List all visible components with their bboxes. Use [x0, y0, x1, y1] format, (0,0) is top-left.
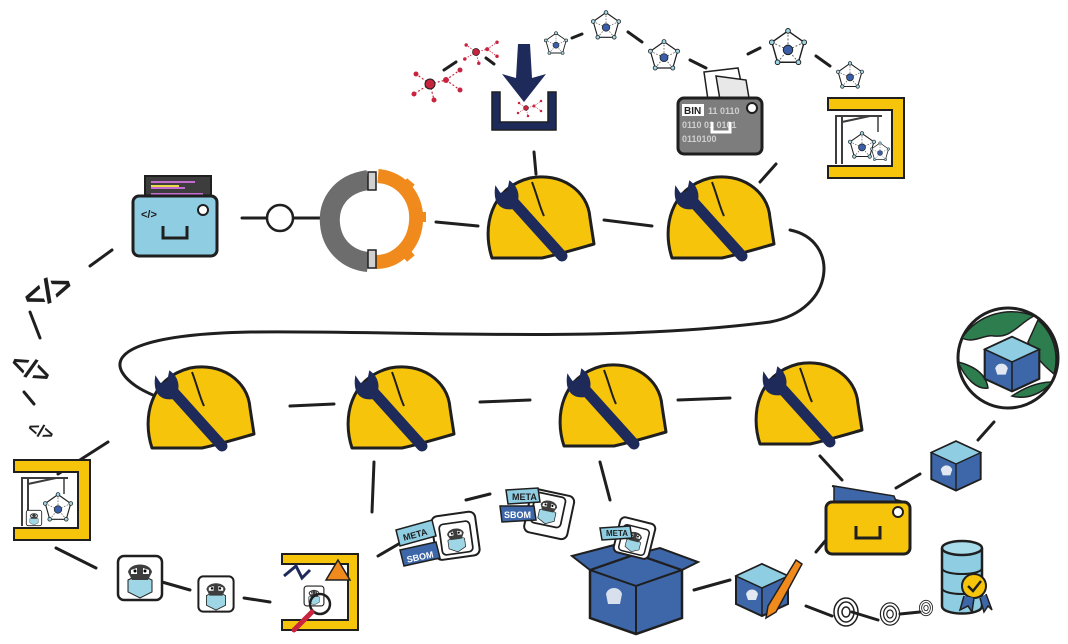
verified-database-icon	[940, 539, 993, 615]
meta-label-3: META	[606, 529, 628, 538]
code-tags: </> </> </>	[6, 265, 78, 445]
artifact-card-icon-2	[197, 575, 235, 613]
artifact-card-icon-1	[116, 554, 164, 602]
download-tray-icon	[491, 44, 557, 131]
dependency-flow-arc	[442, 30, 832, 72]
dependency-graph-icon-red-1	[410, 66, 464, 104]
build-helmet-wrench-icon-5	[560, 365, 666, 446]
code-tag-mid: </>	[6, 346, 56, 391]
package-box-icon: META	[569, 516, 701, 636]
build-helmet-wrench-icon-2	[668, 177, 774, 258]
source-repo-code-tag: </>	[141, 209, 157, 221]
meta-sbom-tags-icon-2: META SBOM	[499, 487, 576, 541]
signing-pen-icon	[735, 558, 803, 620]
dependency-graph-icon-4	[768, 27, 808, 66]
dependency-graph-icon-1	[543, 31, 569, 55]
code-tag-big: </>	[18, 265, 77, 318]
dependency-graph-icon-2	[590, 10, 622, 40]
code-tag-small: </>	[25, 417, 56, 445]
build-helmet-wrench-icon-3	[148, 367, 254, 448]
meta-label-2: META	[512, 492, 537, 502]
plugin-gear-icon	[319, 169, 426, 272]
fingerprint-icon-1	[833, 597, 859, 627]
binary-bin-label: BIN	[684, 106, 701, 117]
vulnerability-scan-icon	[281, 553, 359, 633]
sbom-label-2: SBOM	[504, 510, 531, 520]
dependency-graph-icon-5	[835, 61, 865, 89]
binary-storage-icon: BIN 11 0110 0110 01 0101 0110100	[676, 67, 764, 156]
build-helmet-wrench-icon-4	[348, 367, 454, 448]
release-cube-icon	[930, 440, 982, 492]
artifact-repository-icon	[824, 485, 912, 556]
connector-node-icon	[265, 203, 295, 233]
build-environment-crane-icon-2	[13, 459, 91, 541]
build-environment-crane-icon-1	[827, 97, 905, 179]
binary-row-2: 0110 01 0101	[682, 120, 737, 130]
globe-distribution-icon	[956, 306, 1060, 410]
dependency-graph-icon-red-2	[462, 40, 500, 66]
fingerprint-icon-3	[918, 599, 934, 617]
source-repository-icon: </>	[131, 175, 219, 258]
build-helmet-wrench-icon-1	[488, 177, 594, 258]
build-helmet-wrench-icon-6	[756, 363, 862, 444]
meta-sbom-tags-icon-1: META SBOM	[395, 510, 481, 567]
fingerprint-icon-2	[879, 602, 901, 626]
binary-row-3: 0110100	[682, 134, 717, 144]
dependency-graph-icon-3	[647, 38, 681, 71]
binary-row-1: 11 0110	[708, 106, 740, 116]
